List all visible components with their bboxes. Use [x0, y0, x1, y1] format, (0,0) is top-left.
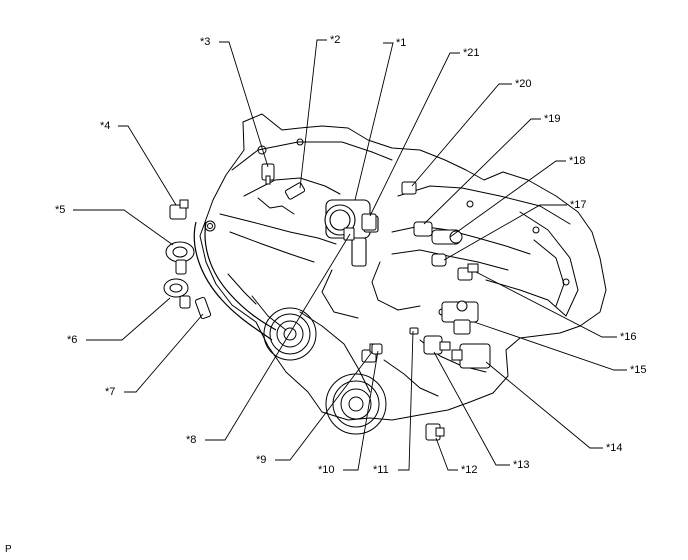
callout-label-20: *20 [515, 78, 532, 90]
part-8-sensor [343, 227, 355, 241]
part-5-coil [165, 241, 195, 275]
part-18-valve [431, 229, 463, 245]
part-4-sensor [169, 199, 189, 220]
part-10-sensor [371, 343, 383, 355]
leader-line-2 [299, 39, 327, 189]
leader-line-9 [275, 351, 373, 461]
callout-label-9: *9 [256, 454, 266, 466]
sensor-components [163, 163, 491, 441]
engine-illustration [199, 113, 607, 421]
leader-line-13 [433, 351, 510, 466]
leader-line-7 [124, 313, 204, 393]
crankshaft-pulley [263, 307, 317, 361]
leader-line-11 [398, 330, 414, 471]
callout-label-19: *19 [544, 113, 561, 125]
part-21-sensor [361, 213, 377, 231]
callout-label-5: *5 [55, 204, 65, 216]
part-14-module [451, 343, 491, 369]
leader-lines [73, 39, 627, 471]
part-19-valve [413, 221, 433, 237]
part-3-sensor [261, 163, 275, 185]
leader-line-12 [435, 437, 458, 471]
leader-line-10 [343, 350, 379, 471]
part-12-sensor [425, 423, 445, 441]
part-11-sensor [409, 327, 419, 335]
part-13-sensor [423, 335, 451, 355]
callout-label-14: *14 [606, 442, 623, 454]
callout-label-10: *10 [318, 464, 335, 476]
callout-label-2: *2 [330, 34, 340, 46]
part-17-sensor [431, 253, 447, 267]
callout-label-13: *13 [513, 459, 530, 471]
callout-label-12: *12 [461, 464, 478, 476]
callout-label-17: *17 [570, 199, 587, 211]
leader-line-20 [411, 83, 512, 187]
part-7-sensor [194, 296, 212, 320]
leader-line-5 [73, 209, 174, 246]
callout-label-7: *7 [105, 386, 115, 398]
leader-line-15 [473, 321, 627, 371]
corner-mark: P [5, 544, 12, 555]
leader-line-1 [354, 42, 394, 201]
accessory-belt [193, 221, 277, 341]
callout-label-16: *16 [620, 331, 637, 343]
leader-line-17 [443, 204, 567, 261]
part-16-sensor [457, 263, 479, 281]
callout-label-21: *21 [463, 47, 480, 59]
leader-line-8 [205, 233, 351, 441]
part-6-coil [163, 278, 191, 309]
leader-line-19 [423, 118, 541, 225]
callout-label-4: *4 [100, 120, 110, 132]
callout-label-18: *18 [569, 155, 586, 167]
leader-line-16 [475, 271, 617, 338]
callout-label-15: *15 [630, 364, 647, 376]
callout-label-6: *6 [67, 334, 77, 346]
leader-line-18 [449, 160, 566, 238]
leader-line-4 [118, 125, 177, 206]
lower-pulley [325, 373, 387, 435]
callout-label-8: *8 [186, 434, 196, 446]
callout-label-1: *1 [396, 37, 406, 49]
leader-line-6 [86, 297, 171, 341]
part-2-sensor [284, 182, 306, 200]
callout-label-11: *11 [373, 464, 389, 476]
leader-line-14 [485, 361, 603, 449]
callout-labels: *1 *2 *3 *4 *5 *6 *7 *8 *9 *10 *11 *12 *… [55, 34, 647, 476]
leader-line-3 [219, 41, 269, 168]
leader-line-21 [369, 52, 460, 217]
part-15-valve [441, 300, 479, 335]
callout-label-3: *3 [200, 36, 210, 48]
